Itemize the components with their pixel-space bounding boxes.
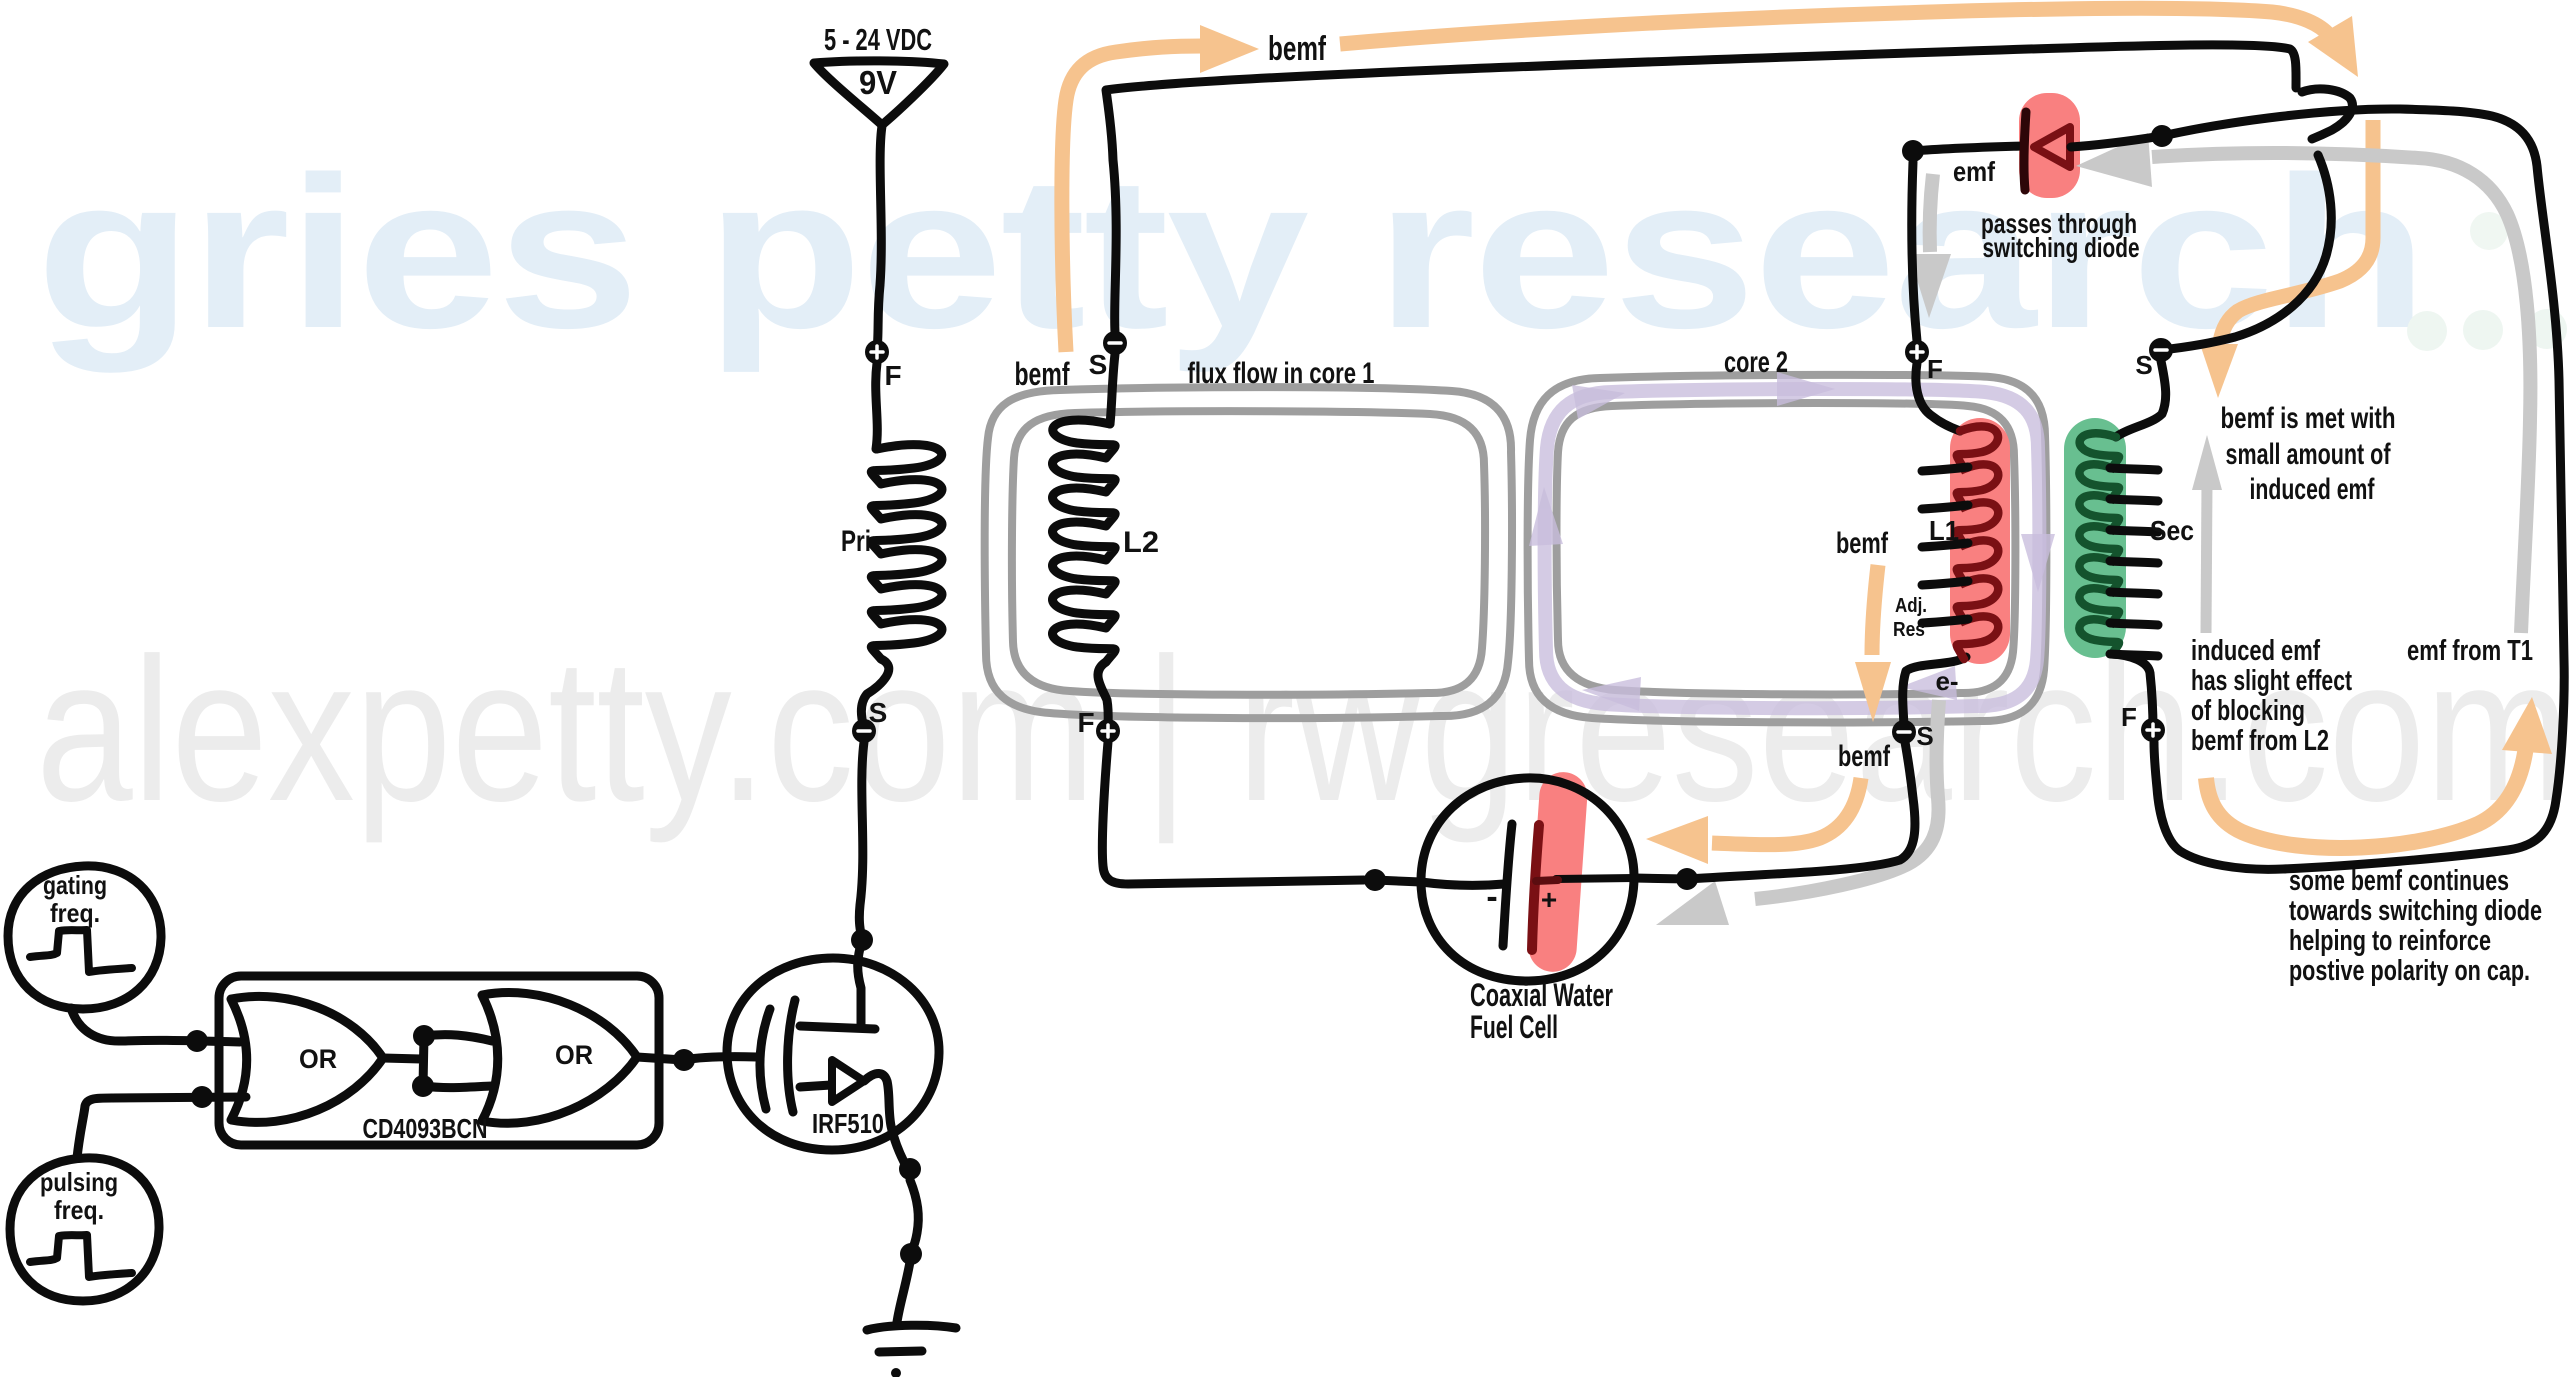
svg-text:small amount of: small amount of <box>2226 438 2392 471</box>
svg-text:S: S <box>869 697 888 728</box>
svg-text:some bemf continues: some bemf continues <box>2289 865 2509 897</box>
svg-text:-: - <box>1486 878 1497 916</box>
svg-text:Fuel Cell: Fuel Cell <box>1470 1009 1558 1045</box>
svg-text:towards switching diode: towards switching diode <box>2289 895 2542 927</box>
svg-text:L1: L1 <box>1929 515 1959 546</box>
svg-text:helping to reinforce: helping to reinforce <box>2289 925 2491 957</box>
svg-text:bemf: bemf <box>1015 356 1070 392</box>
svg-text:switching diode: switching diode <box>1983 232 2140 263</box>
svg-text:pulsing: pulsing <box>40 1167 118 1197</box>
svg-text:F: F <box>884 360 901 391</box>
svg-text:emf from T1: emf from T1 <box>2407 635 2533 667</box>
svg-text:bemf is met with: bemf is met with <box>2221 402 2396 435</box>
svg-text:S: S <box>1089 349 1108 380</box>
svg-text:induced emf: induced emf <box>2191 635 2320 667</box>
svg-text:Adj.: Adj. <box>1895 595 1927 617</box>
svg-text:F: F <box>2121 702 2137 732</box>
svg-text:Pri: Pri <box>841 525 871 558</box>
svg-text:freq.: freq. <box>54 1195 104 1225</box>
svg-text:F: F <box>1077 707 1094 738</box>
svg-text:Res: Res <box>1893 619 1925 641</box>
svg-text:emf: emf <box>1953 156 1996 187</box>
svg-text:5 - 24 VDC: 5 - 24 VDC <box>824 22 932 57</box>
svg-text:flux flow in core 1: flux flow in core 1 <box>1188 357 1375 390</box>
svg-text:postive polarity on cap.: postive polarity on cap. <box>2289 955 2530 987</box>
svg-text:S: S <box>1916 721 1933 751</box>
svg-text:bemf: bemf <box>1268 30 1326 68</box>
svg-text:9V: 9V <box>859 64 897 101</box>
svg-text:bemf from L2: bemf from L2 <box>2191 725 2329 757</box>
svg-text:L2: L2 <box>1123 526 1159 559</box>
svg-text:F: F <box>1927 354 1943 384</box>
svg-text:OR: OR <box>555 1040 593 1070</box>
svg-text:gating: gating <box>43 870 107 900</box>
svg-text:of blocking: of blocking <box>2191 695 2305 727</box>
svg-text:has slight effect: has slight effect <box>2191 665 2352 697</box>
svg-text:core 2: core 2 <box>1724 346 1788 379</box>
svg-text:+: + <box>1541 884 1557 915</box>
svg-text:bemf: bemf <box>1838 740 1891 773</box>
svg-text:CD4093BCN: CD4093BCN <box>363 1113 488 1144</box>
svg-text:alexpetty.com | rwgresearch.co: alexpetty.com | rwgresearch.com <box>36 616 2570 844</box>
svg-text:IRF510: IRF510 <box>812 1108 884 1139</box>
svg-text:Sec: Sec <box>2150 515 2194 546</box>
svg-text:induced emf: induced emf <box>2250 473 2376 506</box>
svg-text:bemf: bemf <box>1836 527 1889 560</box>
svg-text:passes through: passes through <box>1981 208 2137 239</box>
svg-text:S: S <box>2135 350 2152 380</box>
svg-text:freq.: freq. <box>50 898 100 928</box>
svg-text:OR: OR <box>299 1044 337 1074</box>
svg-text:Coaxial Water: Coaxial Water <box>1470 977 1613 1013</box>
svg-text:e-: e- <box>1935 666 1958 696</box>
